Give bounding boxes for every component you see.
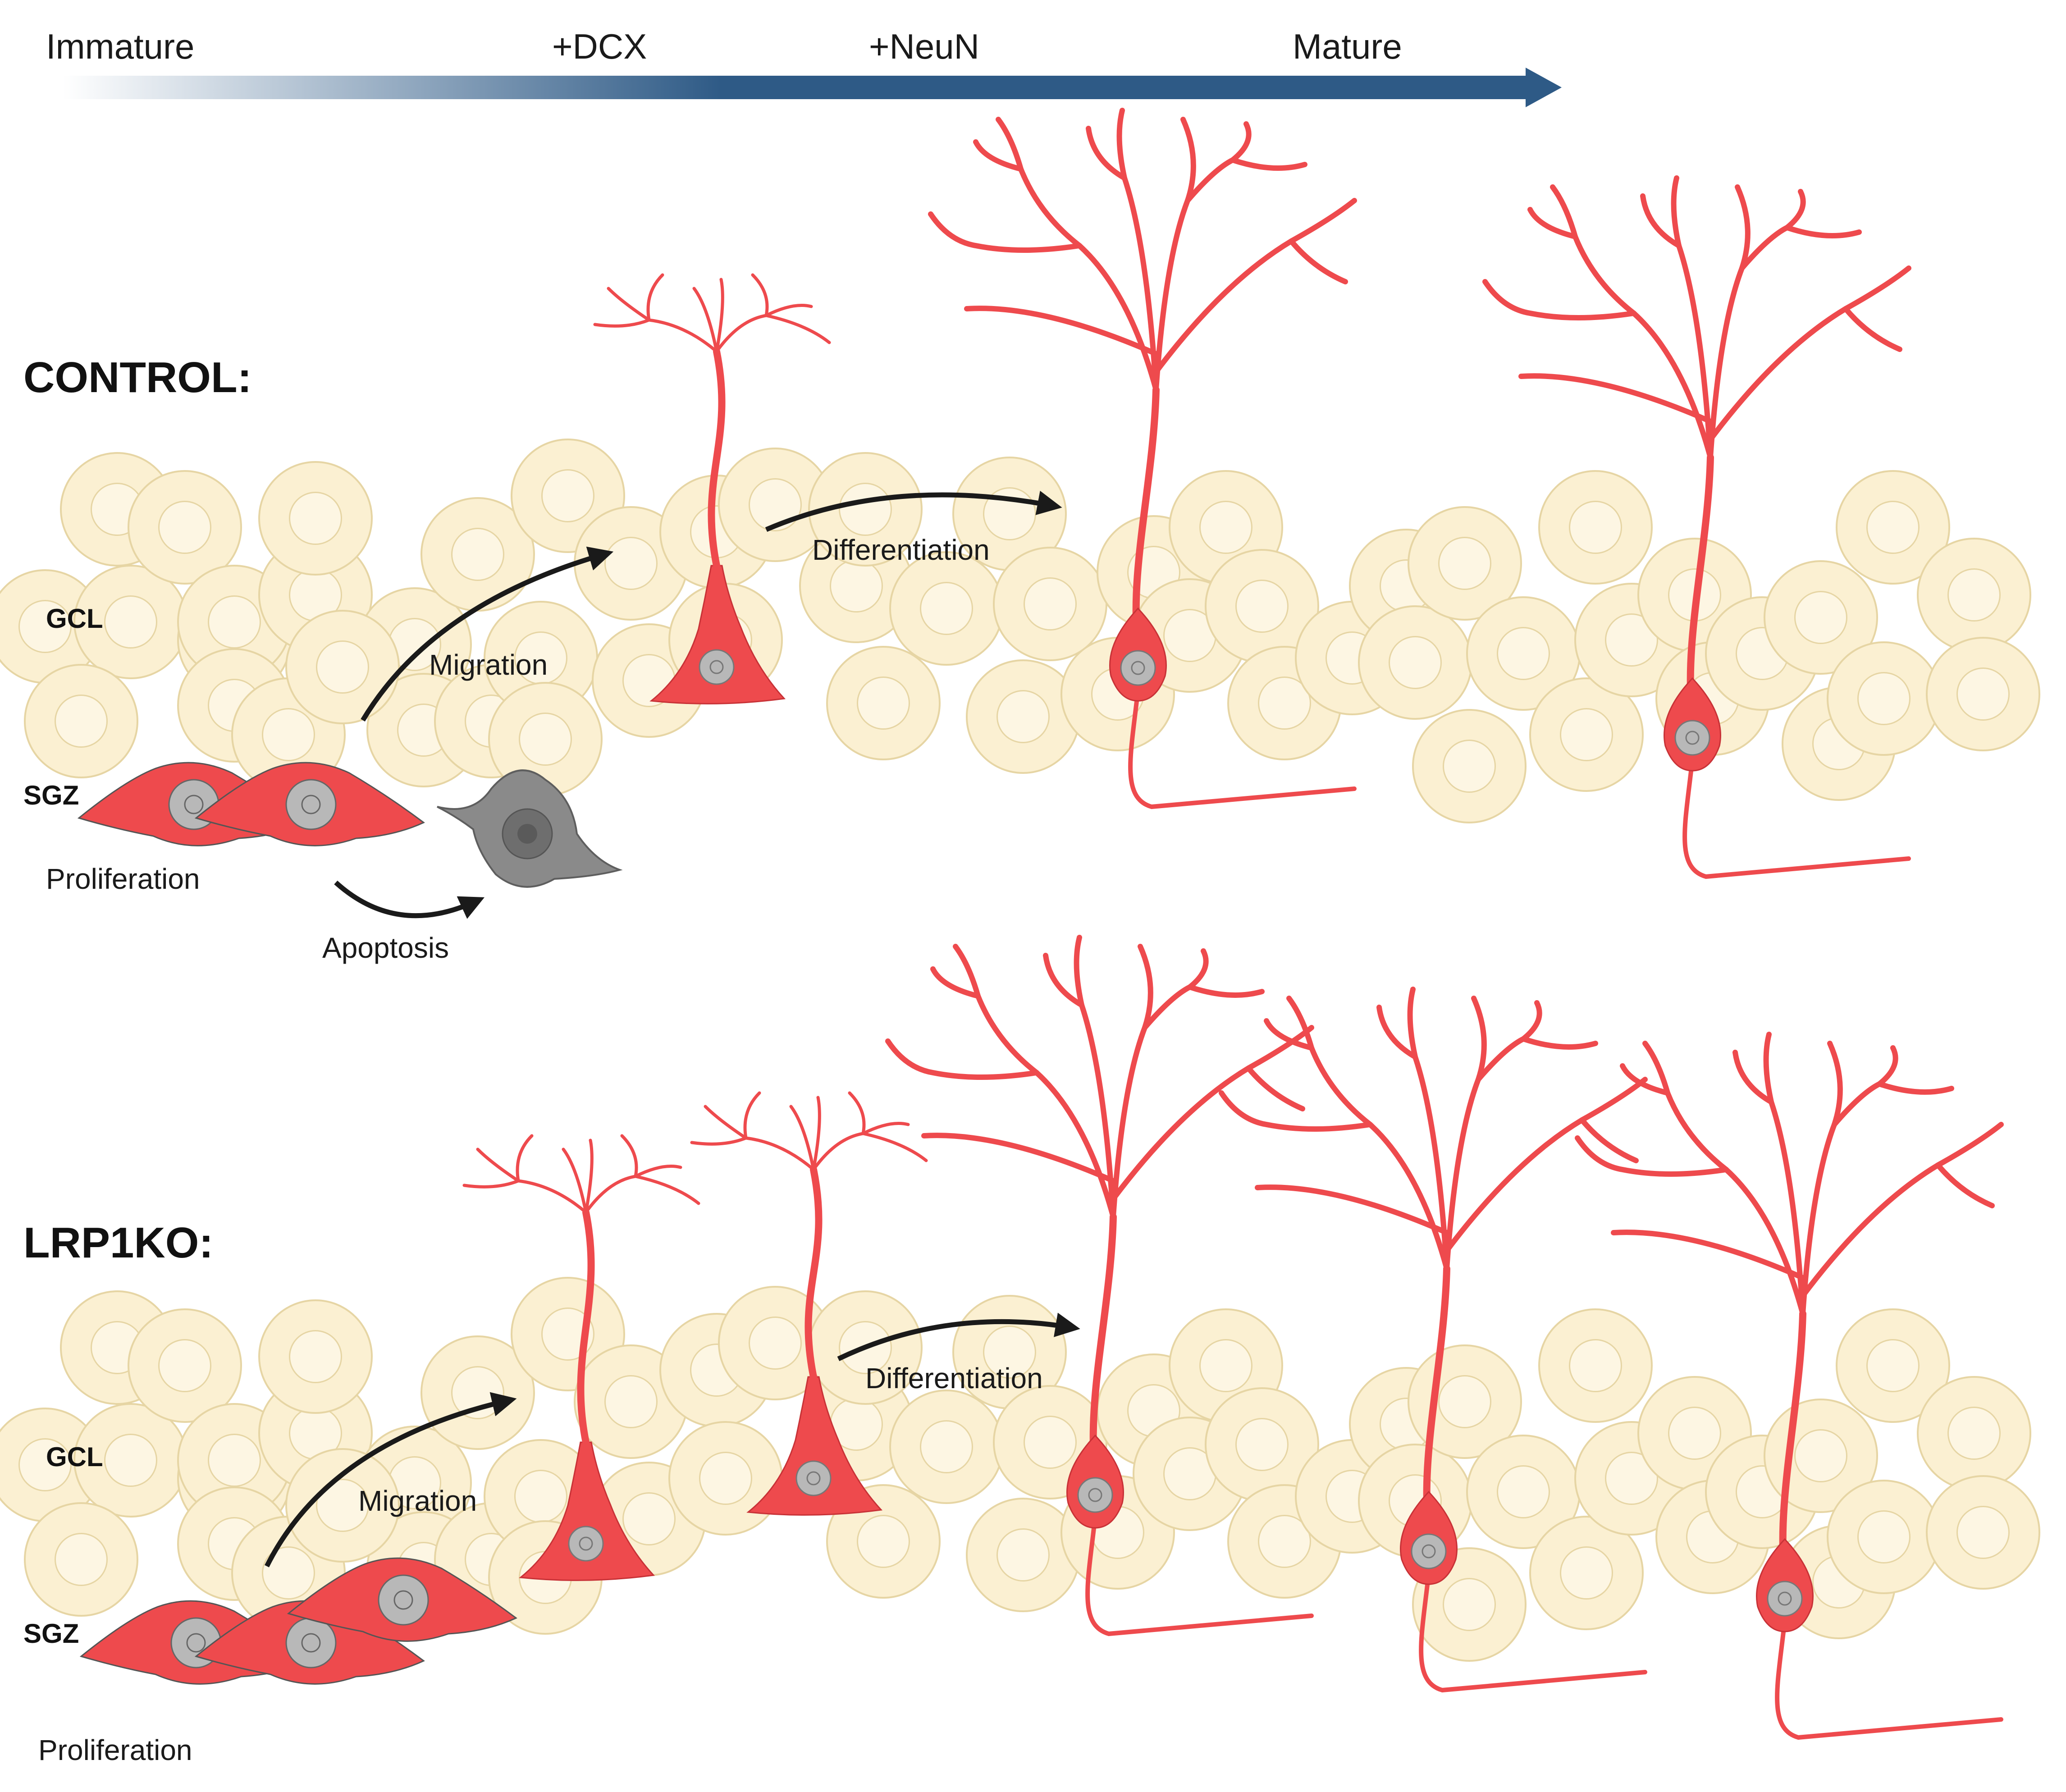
granule-cell-icon (258, 1299, 373, 1414)
granule-cell-icon (966, 659, 1080, 774)
granule-cell-icon (1917, 538, 2031, 652)
granule-cell-icon (484, 601, 598, 715)
stage-immature: Immature (46, 27, 194, 66)
timeline-arrowhead (1526, 68, 1562, 107)
granule-cell-icon (1538, 1308, 1653, 1423)
progenitor-cell-icon (194, 762, 425, 846)
immature-neuron-icon (593, 273, 831, 704)
differentiation-arrow (837, 1312, 1080, 1361)
zone-gcl: GCL (46, 1442, 103, 1472)
process-proliferation: Proliferation (46, 863, 200, 895)
process-differentiation: Differentiation (865, 1362, 1043, 1394)
granule-cell-icon (1529, 1516, 1644, 1630)
stage-neun: +NeuN (869, 27, 979, 66)
process-differentiation: Differentiation (812, 534, 990, 566)
granule-cell-icon (993, 547, 1107, 661)
granule-cell-icon (1538, 470, 1653, 585)
granule-cell-icon (808, 452, 923, 567)
apoptotic-cell-icon (437, 769, 623, 888)
immature-neuron-icon (690, 1091, 928, 1516)
panel-lrp1ko: LRP1KO: GCL SGZ Proliferation Migration … (0, 935, 2040, 1766)
process-migration: Migration (429, 649, 548, 681)
granule-cell-icon (718, 1286, 832, 1400)
granule-cell-icon (0, 569, 102, 684)
condition-title: CONTROL: (23, 353, 252, 402)
granule-cell-layer (0, 439, 2040, 823)
granule-cell-icon (1926, 1475, 2040, 1590)
stage-dcx: +DCX (552, 27, 647, 66)
stage-mature: Mature (1293, 27, 1402, 66)
granule-cell-icon (1827, 1480, 1941, 1594)
granule-cell-icon (1466, 1435, 1581, 1549)
granule-cell-icon (718, 448, 832, 562)
granule-cell-icon (889, 551, 1004, 666)
granule-cell-icon (826, 646, 941, 760)
migration-arrow (361, 546, 614, 722)
granule-cell-icon (285, 610, 400, 724)
zone-gcl: GCL (46, 603, 103, 634)
granule-cell-icon (1836, 470, 1950, 585)
process-proliferation: Proliferation (38, 1734, 192, 1766)
granule-cell-icon (128, 1308, 242, 1423)
granule-cell-icon (1408, 506, 1522, 621)
granule-cell-icon (952, 457, 1067, 571)
progenitor-cell-icon (287, 1557, 517, 1642)
zone-sgz: SGZ (23, 1618, 79, 1649)
mature-neuron-icon (1482, 175, 1911, 879)
granule-cell-icon (1358, 605, 1472, 720)
timeline-bar (63, 76, 1528, 99)
immature-neuron-icon (462, 1134, 700, 1581)
process-migration: Migration (358, 1485, 477, 1517)
process-apoptosis: Apoptosis (322, 932, 449, 964)
granule-cell-icon (488, 682, 603, 796)
neuron-layer (77, 108, 1911, 888)
granule-cell-icon (1205, 549, 1319, 663)
mature-neuron-icon (885, 935, 1314, 1637)
mature-neuron-icon (928, 108, 1357, 809)
condition-title: LRP1KO: (23, 1219, 213, 1267)
granule-cell-icon (1917, 1376, 2031, 1490)
zone-sgz: SGZ (23, 780, 79, 810)
granule-cell-icon (1836, 1308, 1950, 1423)
granule-cell-icon (258, 461, 373, 576)
granule-cell-icon (0, 1408, 102, 1522)
granule-cell-icon (1529, 677, 1644, 792)
granule-cell-icon (574, 506, 688, 621)
granule-cell-icon (1764, 560, 1878, 675)
granule-cell-icon (24, 664, 138, 778)
granule-cell-icon (668, 1421, 783, 1536)
granule-cell-icon (285, 1448, 400, 1563)
granule-cell-icon (128, 470, 242, 585)
progenitor-cell-icon (194, 1600, 425, 1685)
neuron-layer (79, 935, 2004, 1740)
granule-cell-icon (966, 1498, 1080, 1612)
granule-cell-icon (1205, 1387, 1319, 1502)
granule-cell-icon (1827, 641, 1941, 756)
maturation-timeline: Immature +DCX +NeuN Mature (46, 27, 1562, 107)
granule-cell-icon (73, 1403, 188, 1518)
mature-neuron-icon (1575, 1032, 2004, 1740)
granule-cell-icon (1466, 596, 1581, 711)
granule-cell-icon (1412, 709, 1527, 823)
granule-cell-icon (889, 1390, 1004, 1504)
granule-cell-icon (1926, 637, 2040, 751)
migration-arrow (265, 1392, 517, 1568)
panel-control: CONTROL: GCL SGZ Proliferation Migration… (0, 108, 2040, 964)
granule-cell-icon (24, 1502, 138, 1617)
granule-cell-layer (0, 1277, 2040, 1662)
apoptosis-arrow (334, 880, 485, 919)
mature-neuron-icon (1219, 987, 1648, 1693)
differentiation-arrow (765, 490, 1062, 532)
